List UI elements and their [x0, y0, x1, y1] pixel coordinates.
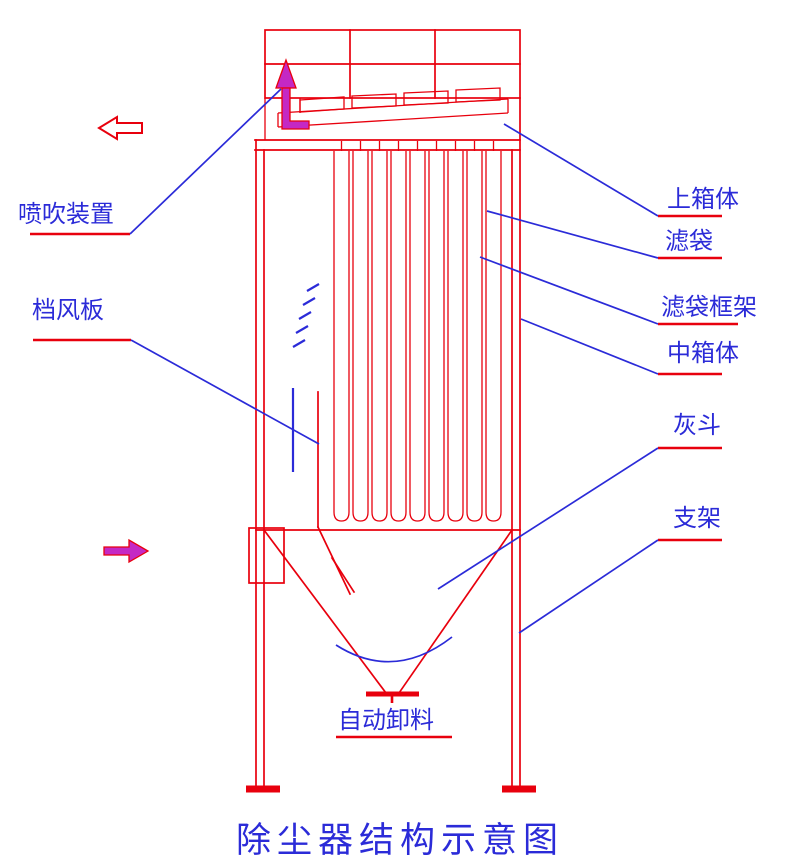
ash-hopper	[255, 528, 521, 703]
inlet-duct	[248, 527, 285, 584]
label-filter-bag: 滤袋	[665, 227, 713, 255]
discharge-valve	[366, 691, 419, 703]
casing-and-legs	[246, 97, 536, 793]
baffle-plate	[316, 391, 356, 596]
inlet-flow-arrow-icon	[103, 538, 150, 564]
label-support: 支架	[673, 504, 721, 532]
flow-marks	[291, 283, 320, 472]
bag-nozzles	[340, 141, 495, 151]
pulse-jet-arrow-icon	[275, 58, 310, 130]
label-blow-device: 喷吹装置	[18, 200, 114, 228]
label-underlines	[30, 214, 738, 739]
filter-bags	[333, 141, 502, 522]
label-upper-box: 上箱体	[667, 185, 739, 213]
label-baffle: 档风板	[32, 296, 104, 324]
label-bag-cage: 滤袋框架	[661, 293, 757, 321]
outlet-flow-arrow-icon	[97, 115, 143, 141]
upper-box	[264, 29, 521, 99]
diagram-title: 除尘器结构示意图	[235, 821, 564, 861]
label-middle-box: 中箱体	[667, 339, 739, 367]
leader-lines	[129, 88, 659, 634]
tube-sheet	[254, 87, 521, 151]
label-ash-hopper: 灰斗	[673, 411, 721, 439]
label-auto-discharge: 自动卸料	[338, 706, 434, 734]
rotary-valve-arc	[335, 636, 453, 663]
